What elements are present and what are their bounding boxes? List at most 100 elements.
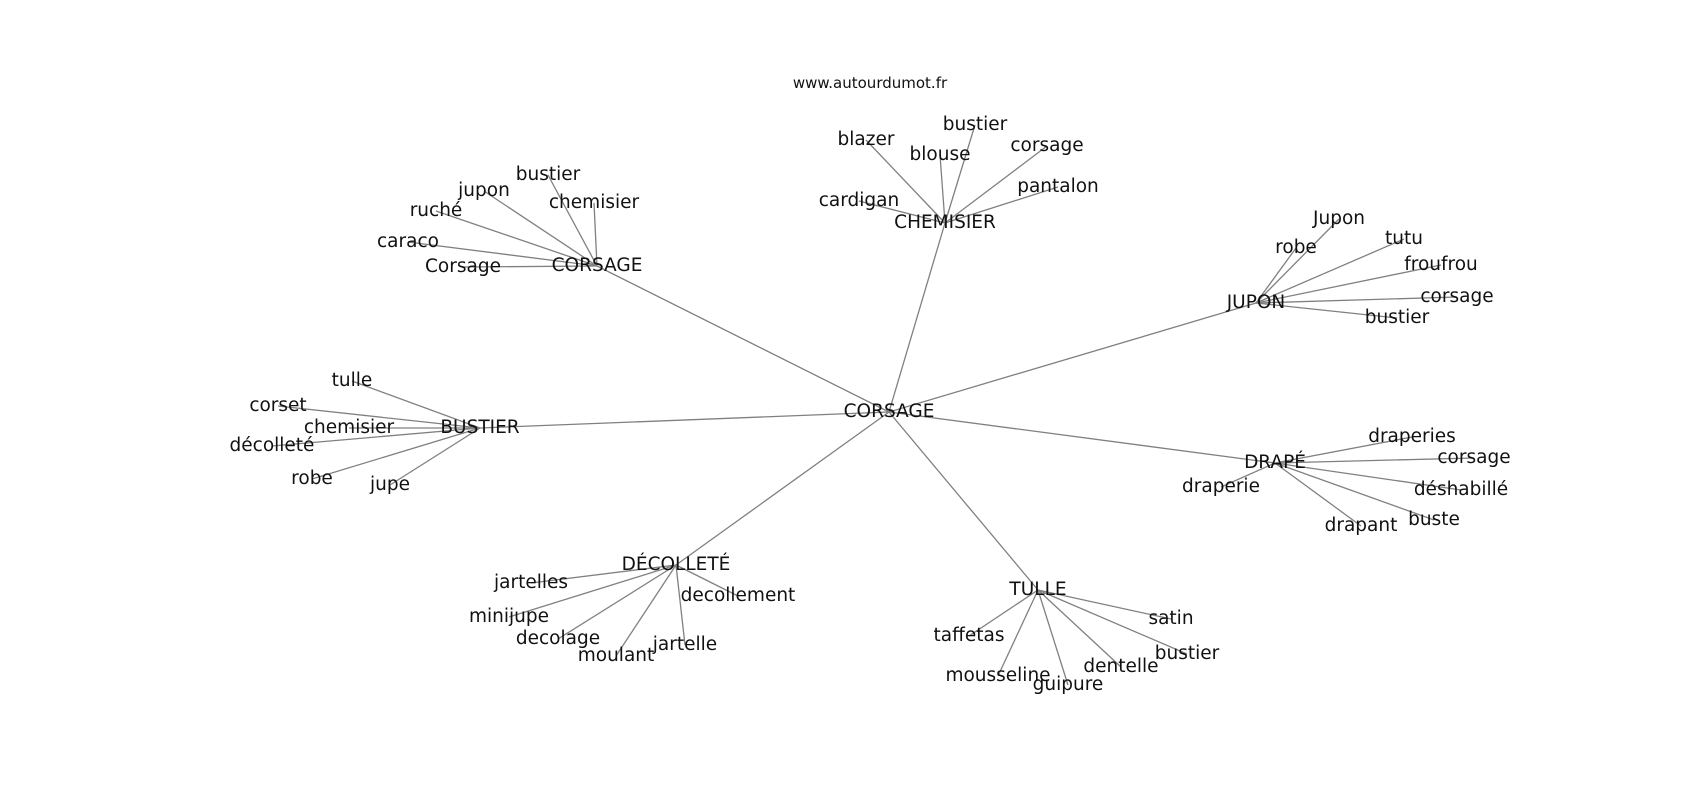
leaf-node-decollete[interactable]: jartelle (652, 634, 717, 655)
edge-jupon-leaf (1255, 238, 1405, 304)
edge-corsage-leaf (462, 265, 598, 268)
leaf-node-drape[interactable]: buste (1408, 509, 1460, 530)
edge-corsage-leaf (593, 202, 598, 267)
leaf-node-corsage[interactable]: caraco (377, 231, 439, 252)
leaf-node-decollete[interactable]: moulant (578, 645, 655, 666)
edge-corsage-leaf (547, 174, 598, 267)
leaf-node-decollete[interactable]: decolage (516, 628, 600, 649)
leaf-node-jupon[interactable]: Jupon (1312, 208, 1365, 229)
edge-drape-leaf (1274, 462, 1462, 491)
edge-jupon-leaf (1255, 264, 1442, 304)
leaf-node-jupon[interactable]: corsage (1420, 286, 1493, 307)
leaf-node-chemisier[interactable]: cardigan (819, 190, 899, 211)
edge-decollete-leaf (675, 564, 739, 597)
leaf-node-bustier[interactable]: robe (291, 468, 333, 489)
leaf-node-chemisier[interactable]: pantalon (1017, 176, 1099, 197)
leaf-node-corsage[interactable]: chemisier (549, 192, 640, 213)
leaf-node-corsage[interactable]: bustier (516, 164, 581, 185)
leaf-node-drape[interactable]: déshabillé (1414, 479, 1508, 500)
center-node-label[interactable]: CORSAGE (844, 401, 935, 422)
edge-chemisier-leaf (858, 200, 946, 224)
graph-labels: www.autourdumot.fr CORSAGE CHEMISIER blaze… (230, 74, 1511, 695)
edge-chemisier-leaf (944, 124, 976, 224)
edge-bustier-leaf (351, 380, 481, 429)
edge-chemisier-leaf (944, 145, 1048, 224)
edge-corsage-leaf (483, 190, 598, 267)
hub-node-chemisier[interactable]: CHEMISIER (894, 212, 996, 233)
leaf-node-corsage[interactable]: jupon (457, 180, 510, 201)
hub-node-corsage[interactable]: CORSAGE (552, 255, 643, 276)
leaf-node-tulle[interactable]: dentelle (1083, 656, 1158, 677)
leaf-node-drape[interactable]: drapant (1325, 515, 1398, 536)
hub-node-tulle[interactable]: TULLE (1008, 579, 1066, 600)
leaf-node-chemisier[interactable]: bustier (943, 114, 1008, 135)
edge-jupon-leaf (1255, 302, 1398, 319)
edge-center-decollete (675, 411, 890, 566)
leaf-node-bustier[interactable]: corset (249, 395, 306, 416)
edge-drape-leaf (1274, 457, 1475, 464)
leaf-node-bustier[interactable]: tulle (332, 370, 373, 391)
leaf-node-corsage[interactable]: Corsage (425, 256, 501, 277)
edge-decollete-leaf (675, 564, 686, 646)
edge-decollete-leaf (615, 564, 677, 657)
leaf-node-decollete[interactable]: minijupe (469, 606, 549, 627)
leaf-node-bustier[interactable]: jupe (369, 474, 410, 495)
leaf-node-drape[interactable]: draperies (1368, 426, 1456, 447)
leaf-node-jupon[interactable]: robe (1275, 237, 1317, 258)
edge-jupon-leaf (1255, 218, 1340, 304)
leaf-node-chemisier[interactable]: corsage (1010, 135, 1083, 156)
leaf-node-bustier[interactable]: chemisier (304, 417, 395, 438)
edge-decollete-leaf (557, 564, 677, 640)
leaf-node-decollete[interactable]: decollement (681, 585, 796, 606)
leaf-node-chemisier[interactable]: blouse (910, 144, 971, 165)
hub-node-decollete[interactable]: DÉCOLLETÉ (622, 553, 731, 575)
edge-tulle-leaf (968, 589, 1039, 637)
leaf-node-jupon[interactable]: froufrou (1404, 254, 1478, 275)
edge-jupon-leaf (1255, 247, 1297, 304)
edge-tulle-leaf (1037, 589, 1172, 620)
edge-corsage-leaf (407, 241, 598, 267)
edge-bustier-leaf (277, 405, 481, 429)
leaf-node-bustier[interactable]: décolleté (230, 435, 315, 456)
leaf-node-jupon[interactable]: tutu (1385, 228, 1423, 249)
edge-bustier-leaf (389, 427, 481, 486)
hub-node-bustier[interactable]: BUSTIER (440, 417, 519, 438)
leaf-node-tulle[interactable]: bustier (1155, 643, 1220, 664)
leaf-node-tulle[interactable]: guipure (1033, 674, 1104, 695)
leaf-node-tulle[interactable]: satin (1148, 608, 1193, 629)
edge-decollete-leaf (508, 564, 677, 618)
edge-tulle-leaf (997, 589, 1039, 677)
edge-center-chemisier (888, 222, 946, 413)
edge-tulle-leaf (1037, 589, 1188, 655)
edge-corsage-leaf (435, 210, 598, 267)
leaf-node-chemisier[interactable]: blazer (838, 129, 895, 150)
edge-tulle-leaf (1037, 589, 1069, 686)
graph-edges (271, 124, 1475, 686)
leaf-node-tulle[interactable]: taffetas (934, 625, 1005, 646)
leaf-node-corsage[interactable]: ruché (410, 200, 463, 221)
edge-chemisier-leaf (865, 139, 946, 224)
edge-jupon-leaf (1255, 296, 1458, 304)
leaf-node-drape[interactable]: draperie (1182, 476, 1260, 497)
edge-chemisier-leaf (939, 154, 946, 224)
edge-drape-leaf (1274, 436, 1413, 464)
edge-bustier-leaf (311, 427, 481, 480)
edge-drape-leaf (1274, 462, 1362, 527)
leaf-node-tulle[interactable]: mousseline (945, 665, 1050, 686)
edge-drape-leaf (1274, 462, 1435, 521)
edge-tulle-leaf (1037, 589, 1122, 668)
leaf-node-decollete[interactable]: jartelles (493, 572, 568, 593)
edge-center-bustier (479, 411, 890, 429)
hub-node-drape[interactable]: DRAPÉ (1244, 451, 1306, 473)
leaf-node-jupon[interactable]: bustier (1365, 307, 1430, 328)
edge-chemisier-leaf (944, 186, 1059, 224)
edge-bustier-leaf (271, 427, 481, 447)
leaf-node-drape[interactable]: corsage (1437, 447, 1510, 468)
edge-center-jupon (888, 302, 1257, 413)
edge-center-corsage (596, 265, 890, 413)
hub-node-jupon[interactable]: JUPON (1226, 292, 1286, 313)
edge-center-drape (888, 411, 1276, 464)
site-watermark: www.autourdumot.fr (793, 74, 948, 92)
edge-drape-leaf (1220, 462, 1276, 488)
